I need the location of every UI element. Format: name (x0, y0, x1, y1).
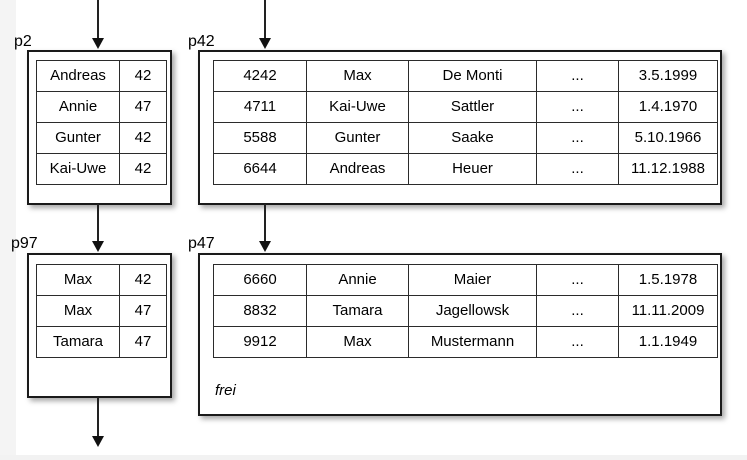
cell-name: Tamara (36, 326, 120, 358)
cell-lastname: Heuer (408, 153, 537, 185)
table-row[interactable]: Max 42 (36, 264, 167, 296)
arrow-p42-to-p47 (259, 204, 271, 252)
page-label-p42: p42 (188, 33, 215, 50)
cell-date: 1.1.1949 (618, 326, 718, 358)
cell-id: 6660 (213, 264, 307, 296)
cell-lastname: Saake (408, 122, 537, 154)
cell-lastname: Sattler (408, 91, 537, 123)
table-row[interactable]: 9912 Max Mustermann ... 1.1.1949 (213, 326, 718, 358)
cell-firstname: Max (306, 60, 409, 92)
arrow-into-p42 (259, 0, 271, 50)
cell-name: Kai-Uwe (36, 153, 120, 185)
cell-bucket: 42 (119, 153, 167, 185)
cell-more: ... (536, 295, 619, 327)
page-label-p47: p47 (188, 235, 215, 252)
cell-lastname: De Monti (408, 60, 537, 92)
cell-more: ... (536, 60, 619, 92)
cell-date: 1.5.1978 (618, 264, 718, 296)
table-row[interactable]: Tamara 47 (36, 326, 167, 358)
table-row[interactable]: 4242 Max De Monti ... 3.5.1999 (213, 60, 718, 92)
cell-name: Max (36, 264, 120, 296)
cell-bucket: 42 (119, 60, 167, 92)
cell-date: 5.10.1966 (618, 122, 718, 154)
page-edge-band-left (0, 0, 16, 460)
record-table-p97: Max 42 Max 47 Tamara 47 (36, 264, 167, 358)
cell-id: 9912 (213, 326, 307, 358)
cell-id: 5588 (213, 122, 307, 154)
table-row[interactable]: 5588 Gunter Saake ... 5.10.1966 (213, 122, 718, 154)
cell-firstname: Annie (306, 264, 409, 296)
cell-date: 3.5.1999 (618, 60, 718, 92)
cell-id: 8832 (213, 295, 307, 327)
table-row[interactable]: Kai-Uwe 42 (36, 153, 167, 185)
table-row[interactable]: Gunter 42 (36, 122, 167, 154)
page-label-p97: p97 (11, 235, 38, 252)
cell-more: ... (536, 153, 619, 185)
cell-name: Max (36, 295, 120, 327)
cell-id: 4242 (213, 60, 307, 92)
table-row[interactable]: 8832 Tamara Jagellowsk ... 11.11.2009 (213, 295, 718, 327)
page-edge-band-bottom (0, 455, 747, 460)
cell-more: ... (536, 91, 619, 123)
cell-more: ... (536, 122, 619, 154)
cell-bucket: 42 (119, 264, 167, 296)
cell-name: Andreas (36, 60, 120, 92)
cell-firstname: Gunter (306, 122, 409, 154)
cell-date: 11.12.1988 (618, 153, 718, 185)
free-space-label-p47: frei (215, 382, 236, 399)
table-row[interactable]: 4711 Kai-Uwe Sattler ... 1.4.1970 (213, 91, 718, 123)
arrow-p2-to-p97 (92, 204, 104, 252)
table-row[interactable]: Annie 47 (36, 91, 167, 123)
cell-name: Annie (36, 91, 120, 123)
arrow-out-of-p97 (92, 397, 104, 449)
cell-more: ... (536, 264, 619, 296)
cell-lastname: Mustermann (408, 326, 537, 358)
cell-lastname: Maier (408, 264, 537, 296)
table-row[interactable]: 6644 Andreas Heuer ... 11.12.1988 (213, 153, 718, 185)
cell-bucket: 42 (119, 122, 167, 154)
record-table-p2: Andreas 42 Annie 47 Gunter 42 Kai-Uwe 42 (36, 60, 167, 185)
cell-firstname: Max (306, 326, 409, 358)
cell-bucket: 47 (119, 295, 167, 327)
table-row[interactable]: 6660 Annie Maier ... 1.5.1978 (213, 264, 718, 296)
cell-bucket: 47 (119, 91, 167, 123)
arrow-into-p2 (92, 0, 104, 50)
cell-bucket: 47 (119, 326, 167, 358)
cell-id: 4711 (213, 91, 307, 123)
cell-date: 11.11.2009 (618, 295, 718, 327)
cell-name: Gunter (36, 122, 120, 154)
cell-date: 1.4.1970 (618, 91, 718, 123)
table-row[interactable]: Andreas 42 (36, 60, 167, 92)
cell-firstname: Kai-Uwe (306, 91, 409, 123)
table-row[interactable]: Max 47 (36, 295, 167, 327)
record-table-p47: 6660 Annie Maier ... 1.5.1978 8832 Tamar… (213, 264, 718, 358)
record-table-p42: 4242 Max De Monti ... 3.5.1999 4711 Kai-… (213, 60, 718, 185)
cell-id: 6644 (213, 153, 307, 185)
cell-lastname: Jagellowsk (408, 295, 537, 327)
cell-firstname: Tamara (306, 295, 409, 327)
cell-more: ... (536, 326, 619, 358)
cell-firstname: Andreas (306, 153, 409, 185)
page-label-p2: p2 (14, 33, 32, 50)
